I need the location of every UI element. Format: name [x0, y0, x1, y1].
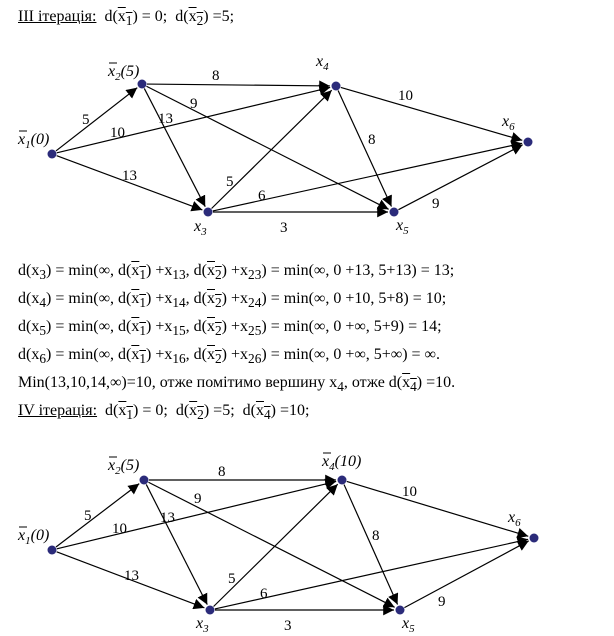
calc-line-x4: d(x4) = min(∞, d(x1) +x14, d(x2) +x24) =… [18, 290, 447, 311]
edge-x4-x5 [337, 90, 393, 207]
node-x5 [389, 207, 399, 217]
edge-weight-x1-x2: 5 [82, 112, 90, 128]
edge-x4-x6 [346, 480, 529, 539]
edge-weight-x1-x3: 13 [160, 510, 175, 526]
edge-x5-x6 [398, 144, 523, 211]
edge-weight-x1-x4: 10 [112, 521, 127, 537]
edge-weight-x5-x6: 9 [432, 196, 440, 212]
edge-x1-x2 [55, 87, 138, 152]
node-x3 [203, 207, 213, 217]
edge-weight-x1-x3: 13 [122, 168, 137, 184]
node-x1 [47, 149, 57, 159]
edge-weight-x3-x6: 6 [258, 188, 266, 204]
node-x3 [205, 605, 215, 615]
calc-line-x6: d(x6) = min(∞, d(x1) +x16, d(x2) +x26) =… [18, 346, 440, 367]
node-x1 [47, 545, 57, 555]
edge-weight-x1-x4: 10 [110, 125, 125, 141]
node-x6 [523, 137, 533, 147]
edge-x3-x6 [212, 140, 523, 212]
node-label-x6: x6 [501, 113, 515, 133]
node-label-x1: x1(0) [17, 527, 49, 547]
edge-x2-x5 [146, 85, 389, 210]
edge-weight-x3-x5: 3 [284, 618, 292, 634]
edge-weight-x2-x4: 8 [212, 68, 220, 84]
edge-weight-x2-x3: 13 [158, 111, 173, 127]
node-label-x2: x2(5) [107, 63, 139, 83]
edge-x4-x6 [340, 86, 523, 143]
iteration-4-title: IV ітерація: [18, 402, 98, 419]
node-label-x4: x4(10) [321, 453, 361, 473]
node-label-x3: x3 [193, 218, 207, 238]
edge-x2-x4 [146, 80, 331, 92]
edge-weight-x4-x5: 8 [372, 528, 380, 544]
node-label-x3: x3 [195, 615, 209, 635]
edge-x2-x3 [145, 484, 208, 605]
edge-weight-x3-x4: 5 [228, 571, 236, 587]
edge-weight-x4-x6: 10 [398, 88, 413, 104]
edge-x1-x4 [56, 478, 337, 550]
node-label-x1: x1(0) [17, 131, 49, 151]
edge-x1-x4 [56, 84, 331, 154]
edge-weight-x5-x6: 9 [438, 594, 446, 610]
edge-x1-x3 [56, 551, 205, 610]
edge-weight-x2-x5: 9 [194, 491, 202, 507]
edge-x2-x5 [148, 481, 395, 608]
iteration-3-title: ІІІ ітерація: [18, 8, 97, 25]
edge-weight-x4-x5: 8 [368, 132, 376, 148]
edge-x3-x4 [211, 89, 333, 209]
iteration-3-header: ІІІ ітерація: d(x1) = 0; d(x2) =5; [18, 8, 235, 29]
node-x2 [139, 475, 149, 485]
edge-weight-x3-x5: 3 [280, 220, 288, 236]
edge-weight-x2-x4: 8 [218, 464, 226, 480]
node-label-x4: x4 [315, 53, 329, 73]
summary-line: Min(13,10,14,∞)=10, отже помітимо вершин… [18, 374, 456, 395]
node-label-x5: x5 [401, 615, 415, 635]
edge-weight-x3-x6: 6 [260, 586, 268, 602]
edge-weight-x1-x2: 5 [84, 508, 92, 524]
edge-weight-x2-x5: 9 [190, 96, 198, 112]
edge-weight-x2-x3: 13 [124, 568, 139, 584]
edge-x1-x3 [56, 155, 203, 212]
node-label-x5: x5 [395, 217, 409, 237]
node-x4 [331, 81, 341, 91]
edge-x2-x3 [143, 88, 206, 207]
node-x5 [395, 605, 405, 615]
edge-x3-x4 [213, 483, 339, 607]
edge-x4-x5 [343, 484, 399, 605]
node-label-x2: x2(5) [107, 457, 139, 477]
node-x6 [529, 533, 539, 543]
calc-line-x3: d(x3) = min(∞, d(x1) +x13, d(x2) +x23) =… [18, 262, 455, 283]
edge-x3-x6 [214, 536, 529, 610]
edge-x5-x6 [404, 540, 529, 609]
node-label-x6: x6 [507, 509, 521, 529]
node-x4 [337, 475, 347, 485]
iteration-4-header: IV ітерація: d(x1) = 0; d(x2) =5; d(x4) … [18, 402, 310, 423]
edge-weight-x4-x6: 10 [402, 484, 417, 500]
node-x2 [137, 79, 147, 89]
edge-weight-x3-x4: 5 [226, 174, 234, 190]
edge-x1-x2 [55, 483, 140, 548]
calc-line-x5: d(x5) = min(∞, d(x1) +x15, d(x2) +x25) =… [18, 318, 442, 339]
